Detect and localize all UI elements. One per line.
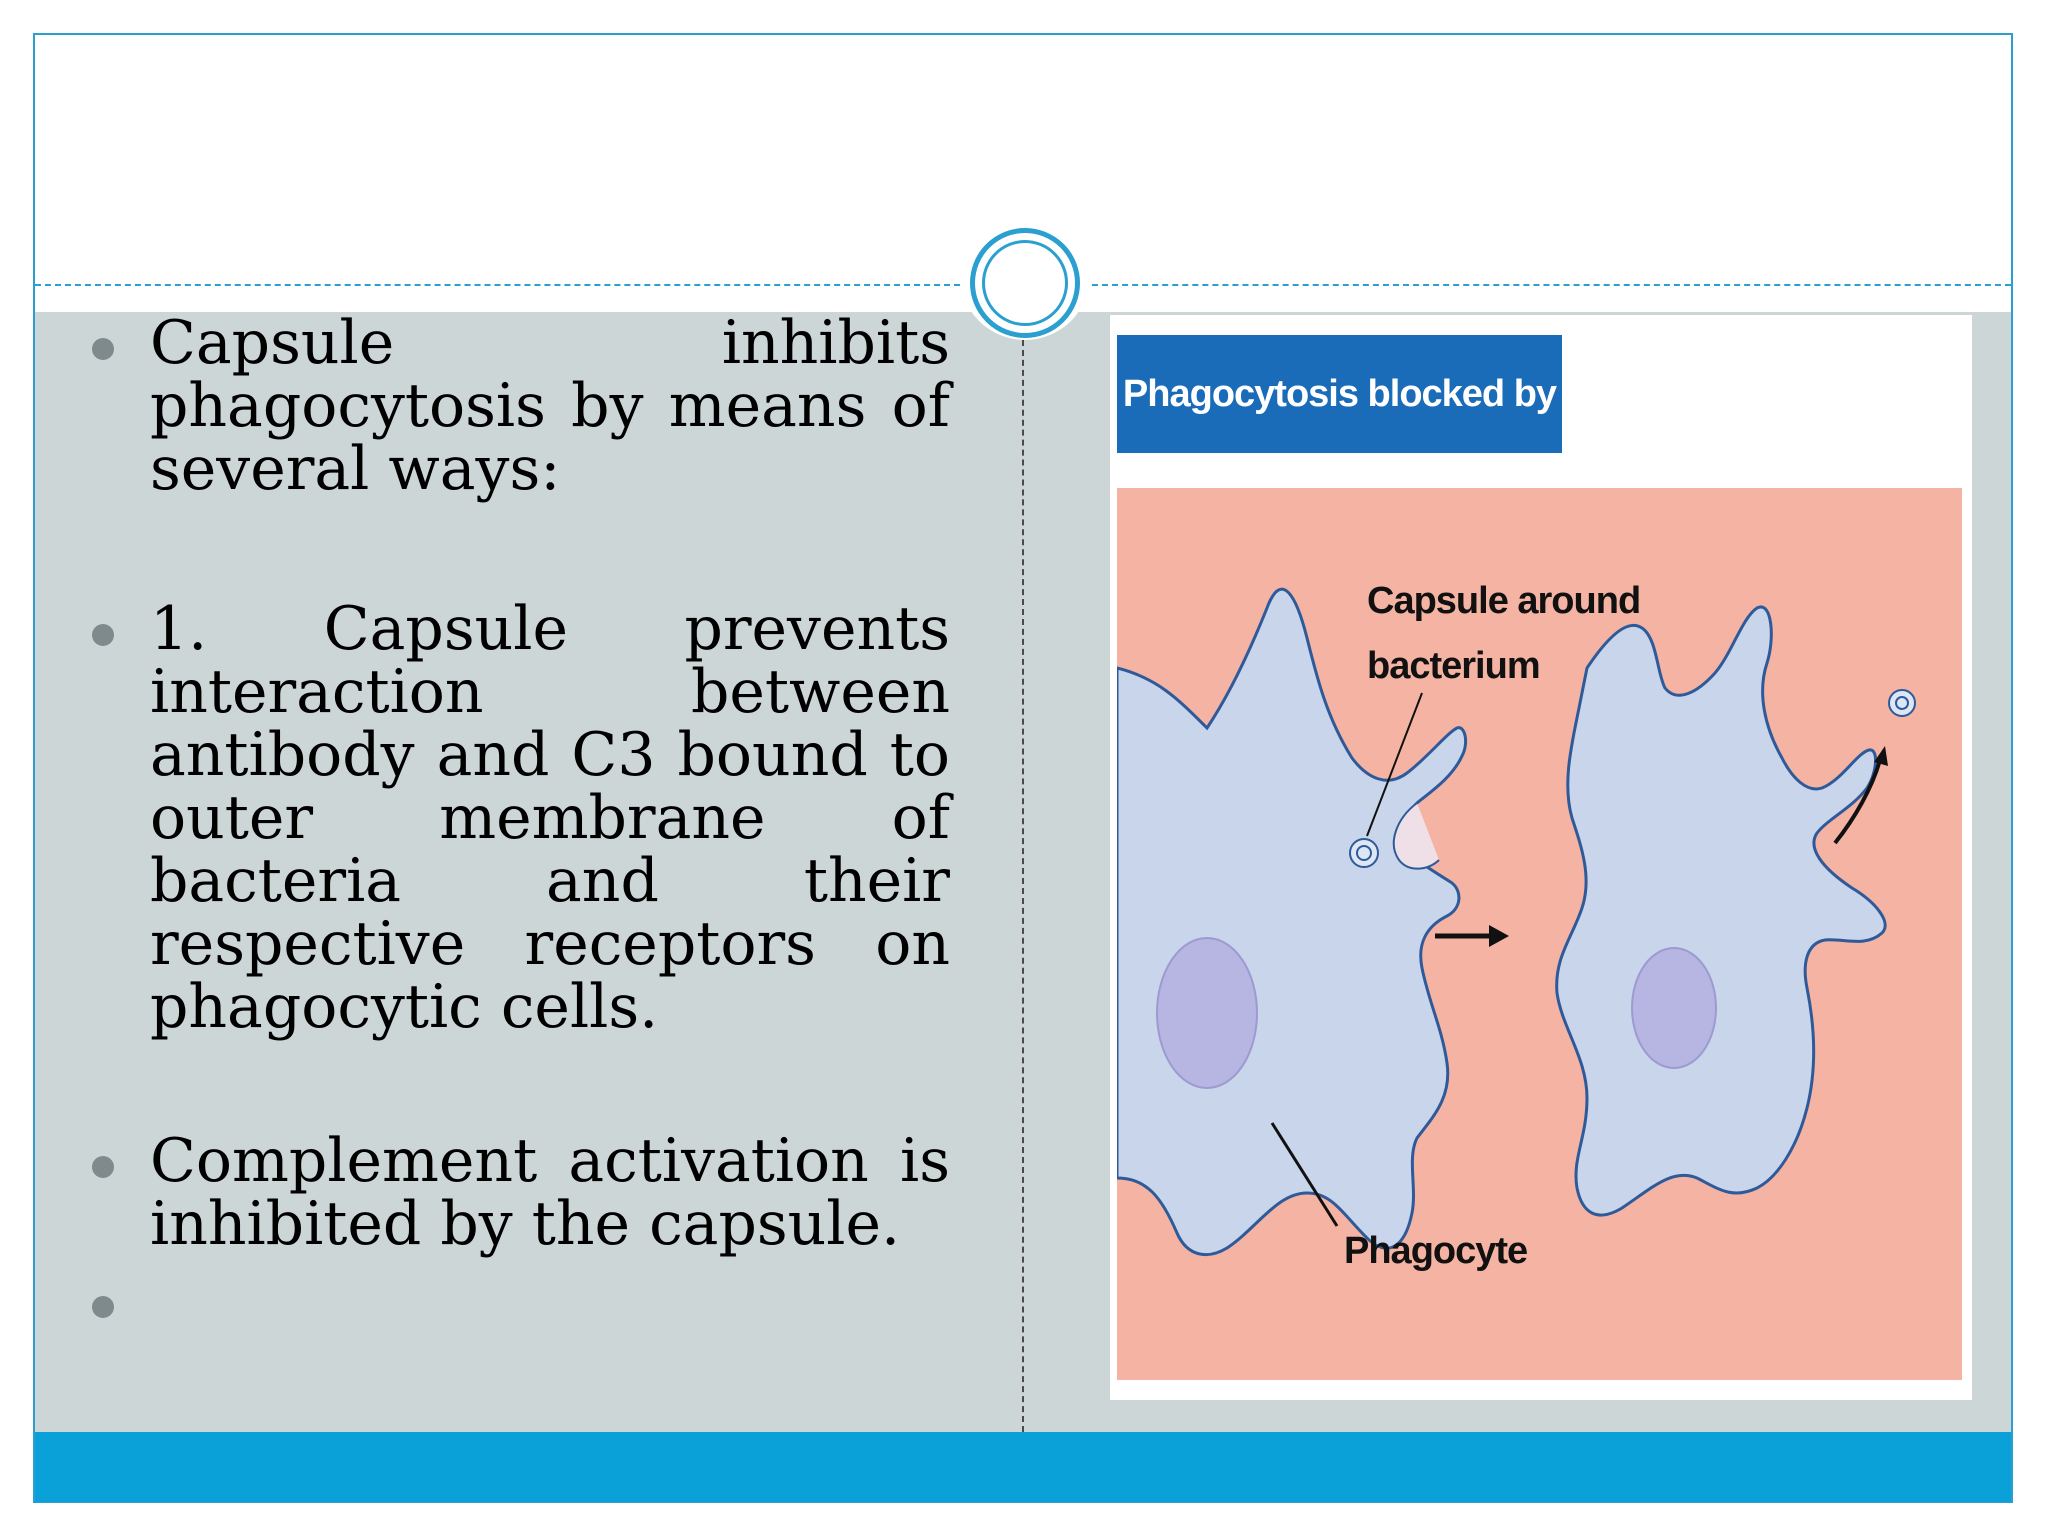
figure-title: Phagocytosis blocked by capsule [1117,335,1562,533]
bullet-text: 1. Capsule prevents interaction between … [150,594,950,1042]
escape-arrow-shaft [1833,759,1882,845]
phagocytosis-illustration: Capsule around bacterium Phagocyte [1117,488,1962,1380]
bacterium-left [1356,845,1372,861]
bacterium-capsule-left [1349,838,1379,868]
bullet-item: Capsule inhibits phagocytosis by means o… [90,312,950,502]
nucleus-left [1156,937,1258,1089]
bullet-item: Complement activation is inhibited by th… [90,1130,950,1270]
bacterium-capsule-right [1888,689,1916,717]
slide-footer-bar [35,1432,2011,1502]
process-arrow-icon [1489,925,1509,947]
bacterium-right [1895,696,1909,710]
bullet-text: Complement activation is inhibited by th… [150,1126,950,1259]
bullet-dot-icon [92,1156,114,1178]
bullet-item: 1. Capsule prevents interaction between … [90,598,950,1130]
bullet-dot-icon [92,624,114,646]
bullet-dot-icon [92,1296,114,1318]
phagocyte-label: Phagocyte [1344,1230,1527,1272]
capsule-label-line1: Capsule around [1367,580,1640,622]
header-divider-right [1092,284,2011,286]
phagocyte-leader-line [1270,1122,1339,1227]
phagocytic-cup [1392,802,1440,870]
escape-arrow-icon [1874,746,1888,766]
bullet-dot-icon [92,338,114,360]
capsule-leader-line [1366,692,1423,837]
phagocyte-cell-right [1555,605,1887,1217]
header-divider-left [35,284,960,286]
bullet-item [90,1270,950,1333]
bullet-list: Capsule inhibits phagocytosis by means o… [90,312,950,1333]
capsule-label-line2: bacterium [1367,645,1540,687]
bullet-text: Capsule inhibits phagocytosis by means o… [150,308,950,504]
nucleus-right [1631,947,1717,1069]
header-ring-inner [982,240,1068,326]
column-divider [1022,340,1024,1432]
